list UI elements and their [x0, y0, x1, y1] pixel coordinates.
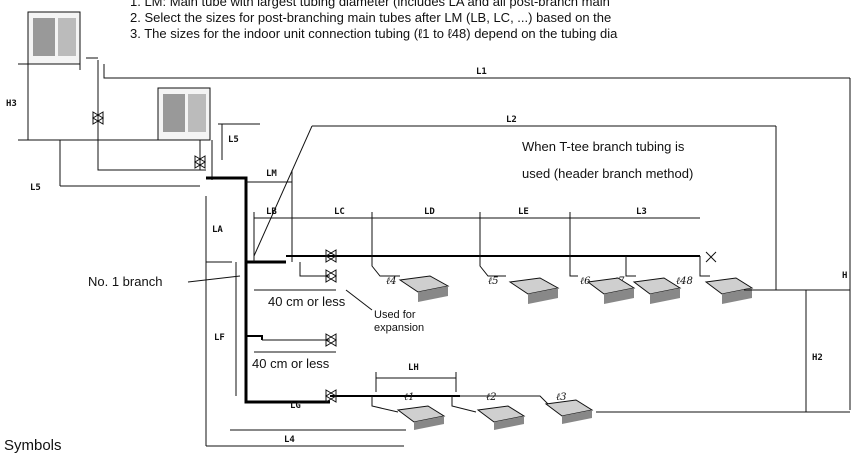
indoor-unit-icon	[704, 277, 754, 304]
valve-icon	[194, 155, 206, 169]
note-3: 3. The sizes for the indoor unit connect…	[130, 26, 618, 41]
dim-lc: LC	[334, 207, 345, 217]
expansion-line1: Used for	[374, 309, 416, 321]
dim-l1: L1	[476, 67, 487, 77]
dim-l5-left: L5	[30, 183, 41, 193]
valve-icon	[325, 249, 337, 263]
no1-branch-label: No. 1 branch	[88, 274, 162, 289]
dim-h3: H3	[6, 99, 17, 109]
outdoor-unit-icon	[157, 87, 211, 141]
tee-note-line1: When T-tee branch tubing is	[522, 139, 685, 154]
valve-icon	[325, 333, 337, 347]
dim-lf: LF	[214, 333, 225, 343]
dim-lg: LG	[290, 401, 301, 411]
unit-l6: ℓ6	[580, 276, 591, 287]
forty-cm-upper: 40 cm or less	[268, 294, 346, 309]
dim-l2: L2	[506, 115, 517, 125]
indoor-unit-icon	[632, 277, 682, 304]
dim-h2: H2	[812, 353, 823, 363]
unit-l4: ℓ4	[386, 276, 397, 287]
dim-le: LE	[518, 207, 529, 217]
tee-note-line2: used (header branch method)	[522, 166, 693, 181]
dim-la: LA	[212, 225, 223, 235]
forty-cm-lower: 40 cm or less	[252, 356, 330, 371]
unit-l48: ℓ48	[676, 276, 693, 287]
indoor-unit-icon	[508, 277, 560, 304]
unit-l5: ℓ5	[488, 276, 499, 287]
expansion-line2: expansion	[374, 322, 424, 334]
symbols-heading: Symbols	[4, 437, 62, 454]
dim-lm: LM	[266, 169, 277, 179]
valve-icon	[325, 389, 337, 403]
indoor-unit-icon	[398, 275, 450, 302]
dim-l3: L3	[636, 207, 647, 217]
indoor-unit-icon	[396, 405, 446, 430]
outdoor-unit-icon	[27, 11, 81, 70]
unit-l3: ℓ3	[556, 392, 567, 403]
indoor-unit-icon	[476, 405, 526, 430]
dim-l4: L4	[284, 435, 295, 445]
dim-ld: LD	[424, 207, 435, 217]
dim-h: H	[842, 271, 847, 281]
indoor-unit-icon	[586, 277, 636, 304]
note-2: 2. Select the sizes for post-branching m…	[130, 10, 611, 25]
dim-l5-right: L5	[228, 135, 239, 145]
unit-l2: ℓ2	[486, 392, 497, 403]
dim-lb: LB	[266, 207, 277, 217]
note-1: 1. LM: Main tube with largest tubing dia…	[130, 0, 610, 9]
unit-l1: ℓ1	[404, 392, 415, 403]
dim-lh: LH	[408, 363, 419, 373]
valve-icon	[325, 269, 337, 283]
indoor-unit-icon	[544, 399, 594, 424]
valve-icon	[92, 111, 104, 125]
